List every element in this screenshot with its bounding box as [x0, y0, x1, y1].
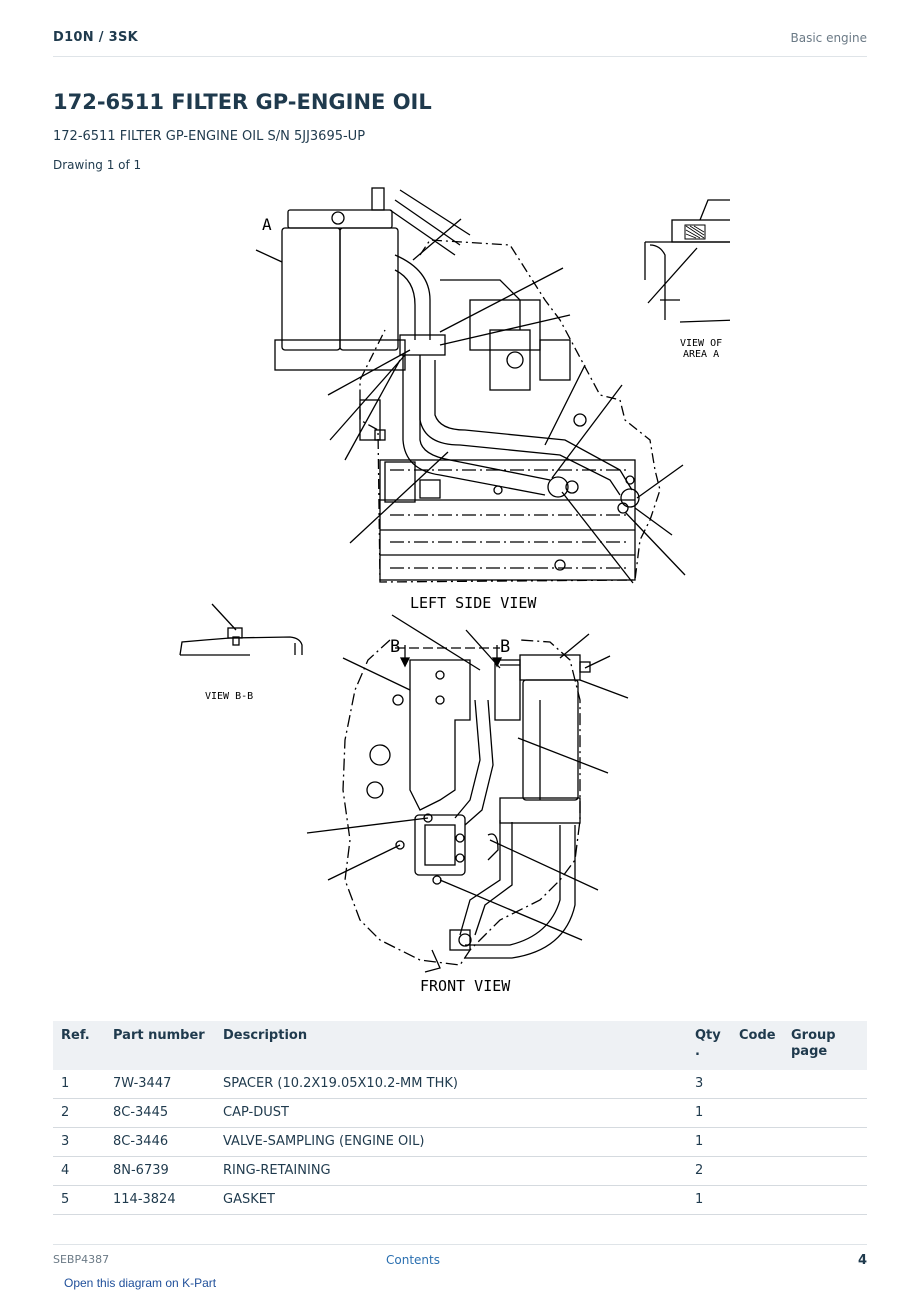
cell-description: SPACER (10.2X19.05X10.2-MM THK) — [215, 1070, 687, 1099]
parts-diagram: A LEFT SIDE VIEW VIEW OF AREA A VIEW B-B — [170, 180, 730, 1000]
col-group-page-header: Group page — [783, 1021, 867, 1070]
parts-diagram-svg: A LEFT SIDE VIEW VIEW OF AREA A VIEW B-B — [179, 187, 730, 995]
cell-part-number: 8N-6739 — [105, 1156, 215, 1186]
cell-qty: 3 — [687, 1070, 731, 1099]
cell-code — [731, 1156, 783, 1186]
table-header-row: Ref. Part number Description Qty . Code … — [53, 1021, 867, 1070]
col-code-header: Code — [731, 1021, 783, 1070]
label-a: A — [262, 215, 272, 234]
model-label: D10N / 3SK — [53, 30, 139, 45]
parts-table: Ref. Part number Description Qty . Code … — [53, 1021, 867, 1215]
table-row: 5 114-3824 GASKET 1 — [53, 1185, 867, 1215]
table-row: 3 8C-3446 VALVE-SAMPLING (ENGINE OIL) 1 — [53, 1127, 867, 1157]
col-qty-header: Qty . — [687, 1021, 731, 1070]
cell-qty: 1 — [687, 1127, 731, 1157]
view-area-a-label-2: AREA A — [683, 349, 719, 360]
front-view-label: FRONT VIEW — [420, 977, 511, 995]
cell-part-number: 8C-3445 — [105, 1098, 215, 1128]
cell-ref: 3 — [53, 1127, 105, 1157]
open-kpart-link[interactable]: Open this diagram on K-Part — [64, 1276, 217, 1290]
col-part-number-header: Part number — [105, 1021, 215, 1070]
cell-qty: 1 — [687, 1098, 731, 1128]
cell-group-page — [783, 1185, 867, 1215]
doc-number: SEBP4387 — [53, 1253, 110, 1266]
page-header: D10N / 3SK Basic engine — [53, 28, 867, 57]
cell-description: GASKET — [215, 1185, 687, 1215]
cell-ref: 5 — [53, 1185, 105, 1215]
table-row: 2 8C-3445 CAP-DUST 1 — [53, 1098, 867, 1128]
label-b-right: B — [500, 637, 510, 657]
cell-code — [731, 1127, 783, 1157]
table-row: 4 8N-6739 RING-RETAINING 2 — [53, 1156, 867, 1186]
drawing-count: Drawing 1 of 1 — [53, 158, 142, 172]
col-ref-header: Ref. — [53, 1021, 105, 1070]
cell-part-number: 7W-3447 — [105, 1070, 215, 1099]
left-side-view-label: LEFT SIDE VIEW — [410, 594, 537, 612]
view-bb-label: VIEW B-B — [205, 691, 253, 702]
cell-ref: 2 — [53, 1098, 105, 1128]
cell-code — [731, 1185, 783, 1215]
cell-group-page — [783, 1156, 867, 1186]
view-area-a-label-1: VIEW OF — [680, 338, 722, 349]
cell-description: RING-RETAINING — [215, 1156, 687, 1186]
page-footer: SEBP4387 Contents 4 — [53, 1244, 867, 1275]
cell-part-number: 114-3824 — [105, 1185, 215, 1215]
cell-code — [731, 1098, 783, 1128]
cell-qty: 1 — [687, 1185, 731, 1215]
page-subtitle: 172-6511 FILTER GP-ENGINE OIL S/N 5JJ369… — [53, 129, 366, 144]
contents-link[interactable]: Contents — [386, 1253, 440, 1267]
label-b-left: B — [390, 637, 400, 657]
cell-qty: 2 — [687, 1156, 731, 1186]
cell-ref: 4 — [53, 1156, 105, 1186]
cell-group-page — [783, 1098, 867, 1128]
cell-code — [731, 1070, 783, 1099]
section-label: Basic engine — [790, 31, 867, 45]
cell-group-page — [783, 1127, 867, 1157]
page-title: 172-6511 FILTER GP-ENGINE OIL — [53, 90, 432, 114]
cell-description: CAP-DUST — [215, 1098, 687, 1128]
table-row: 1 7W-3447 SPACER (10.2X19.05X10.2-MM THK… — [53, 1070, 867, 1099]
col-description-header: Description — [215, 1021, 687, 1070]
cell-ref: 1 — [53, 1070, 105, 1099]
page-number: 4 — [857, 1253, 867, 1268]
cell-group-page — [783, 1070, 867, 1099]
cell-part-number: 8C-3446 — [105, 1127, 215, 1157]
cell-description: VALVE-SAMPLING (ENGINE OIL) — [215, 1127, 687, 1157]
